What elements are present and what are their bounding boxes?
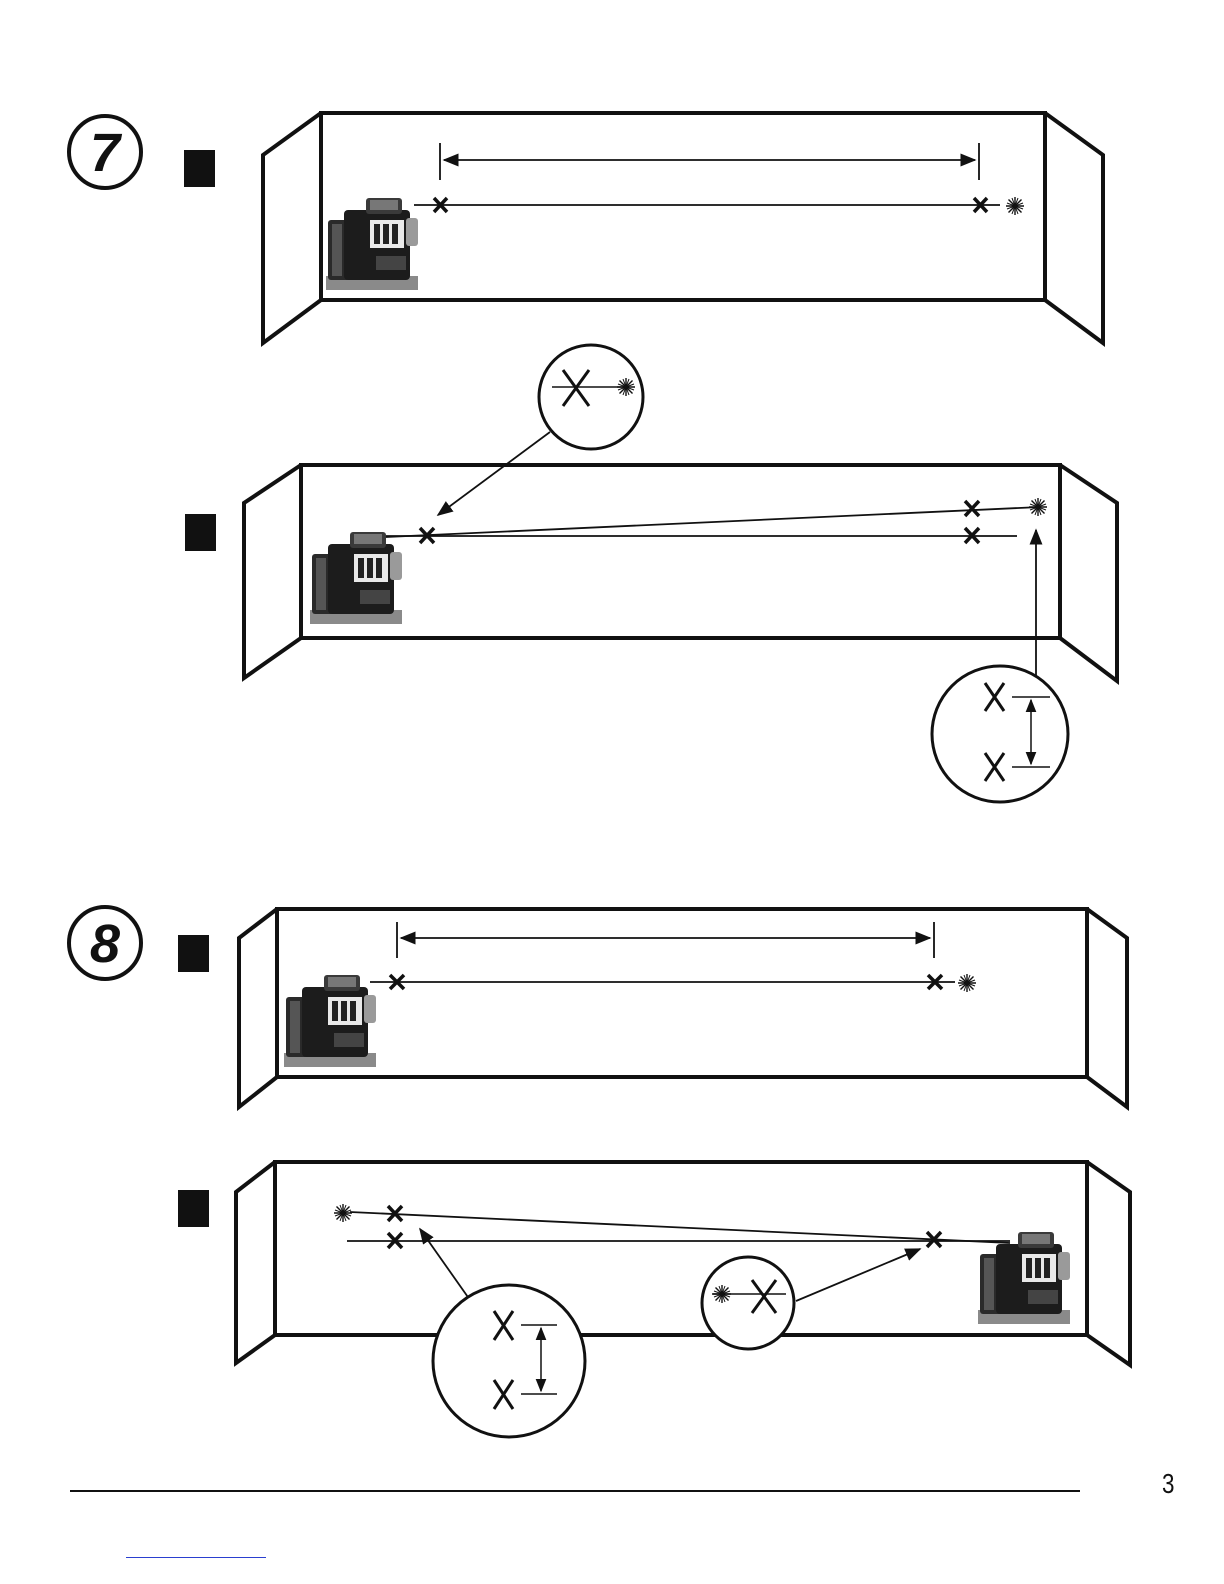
link-underline[interactable] bbox=[126, 1557, 266, 1558]
laser-dot-icon bbox=[958, 974, 976, 992]
panel-b-badge bbox=[185, 514, 216, 551]
laser-dot-icon bbox=[334, 1204, 352, 1222]
step-8-label: 8 bbox=[90, 914, 120, 974]
page-number: 3 bbox=[1162, 1468, 1174, 1500]
laser-level-icon bbox=[978, 1232, 1070, 1324]
tilted-laser-line bbox=[365, 507, 1040, 538]
panel-b-badge bbox=[178, 1190, 209, 1227]
distance-arrow bbox=[397, 922, 934, 958]
laser-dot-icon bbox=[1006, 197, 1024, 215]
laser-level-icon bbox=[326, 198, 418, 290]
zoom-detail-offset bbox=[420, 1229, 585, 1437]
distance-arrow bbox=[440, 143, 979, 180]
step-7-panel-b bbox=[185, 465, 1117, 681]
step-8-marker: 8 bbox=[69, 907, 141, 979]
step-8-panel-b bbox=[178, 1162, 1130, 1365]
zoom-detail-top bbox=[438, 345, 643, 515]
laser-dot-icon bbox=[1029, 498, 1047, 516]
step-7-panel-a bbox=[184, 113, 1103, 343]
step-7-marker: 7 bbox=[69, 116, 141, 188]
panel-a-badge bbox=[184, 150, 215, 187]
step-7-label: 7 bbox=[90, 123, 123, 183]
step-8-panel-a bbox=[178, 909, 1127, 1107]
panel-a-badge bbox=[178, 935, 209, 972]
laser-level-icon bbox=[310, 532, 402, 624]
zoom-detail-offset bbox=[932, 530, 1068, 802]
tilted-laser-line bbox=[350, 1212, 1010, 1243]
footer-rule bbox=[70, 1490, 1080, 1492]
laser-level-icon bbox=[284, 975, 376, 1067]
